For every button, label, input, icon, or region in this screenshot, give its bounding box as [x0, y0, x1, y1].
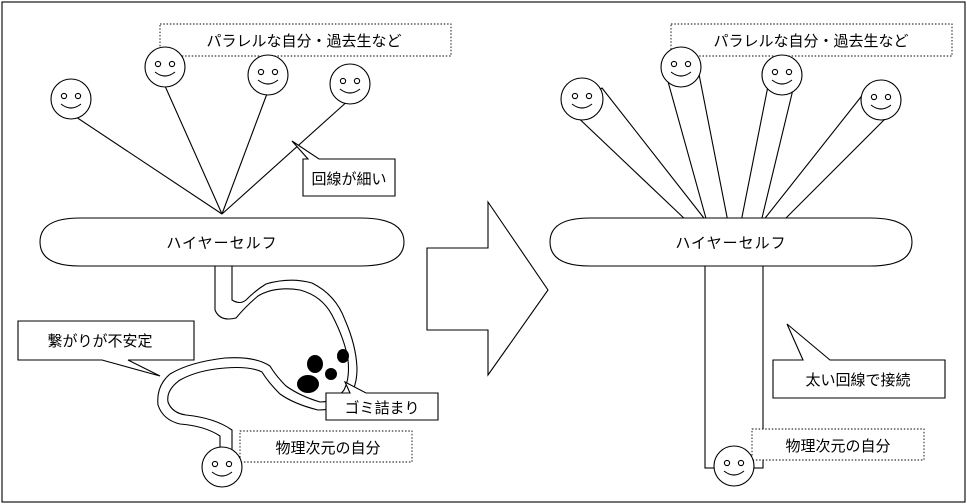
face-5 [560, 77, 604, 121]
parallel-label-right: パラレルな自分・過去生など [713, 32, 908, 50]
face-6 [660, 46, 702, 88]
callout-thin-label: 回線が細い [311, 170, 386, 188]
callout-thin: 回線が細い [291, 140, 396, 197]
callout-garbage: ゴミ詰まり [325, 380, 439, 421]
garbage-blobs [297, 349, 349, 393]
higher-self-left: ハイヤーセルフ [39, 217, 405, 267]
higher-self-left-label: ハイヤーセルフ [166, 234, 277, 252]
parallel-label-box: パラレルな自分・過去生など [159, 23, 452, 57]
callout-unstable: 繋がりが不安定 [17, 320, 195, 377]
physical-self-left: 物理次元の自分 [201, 430, 413, 488]
callout-unstable-label: 繋がりが不安定 [47, 332, 152, 350]
higher-self-right: ハイヤーセルフ [549, 217, 913, 267]
higher-self-right-label: ハイヤーセルフ [675, 234, 786, 252]
callout-thick: 太い回線で接続 [772, 323, 946, 399]
thin-lines [69, 85, 351, 215]
face-8 [860, 79, 902, 121]
face-2 [144, 46, 186, 88]
face-3 [247, 54, 289, 96]
right-panel: パラレルな自分・過去生など [549, 23, 953, 487]
tangled-connection [157, 265, 358, 458]
face-1 [50, 78, 92, 120]
callout-garbage-label: ゴミ詰まり [344, 399, 419, 417]
callout-thick-label: 太い回線で接続 [805, 371, 910, 389]
physical-self-right-label: 物理次元の自分 [785, 437, 890, 455]
physical-self-right: 物理次元の自分 [713, 428, 925, 487]
left-panel: パラレルな自分・過去生など 回線が細い [17, 23, 452, 488]
parallel-label-box-right: パラレルな自分・過去生など [670, 23, 953, 57]
transition-arrow [426, 200, 549, 377]
physical-self-left-label: 物理次元の自分 [275, 439, 380, 457]
face-4 [329, 63, 371, 105]
parallel-label: パラレルな自分・過去生など [206, 32, 401, 50]
face-7 [761, 54, 803, 96]
thick-tubes [569, 63, 893, 223]
